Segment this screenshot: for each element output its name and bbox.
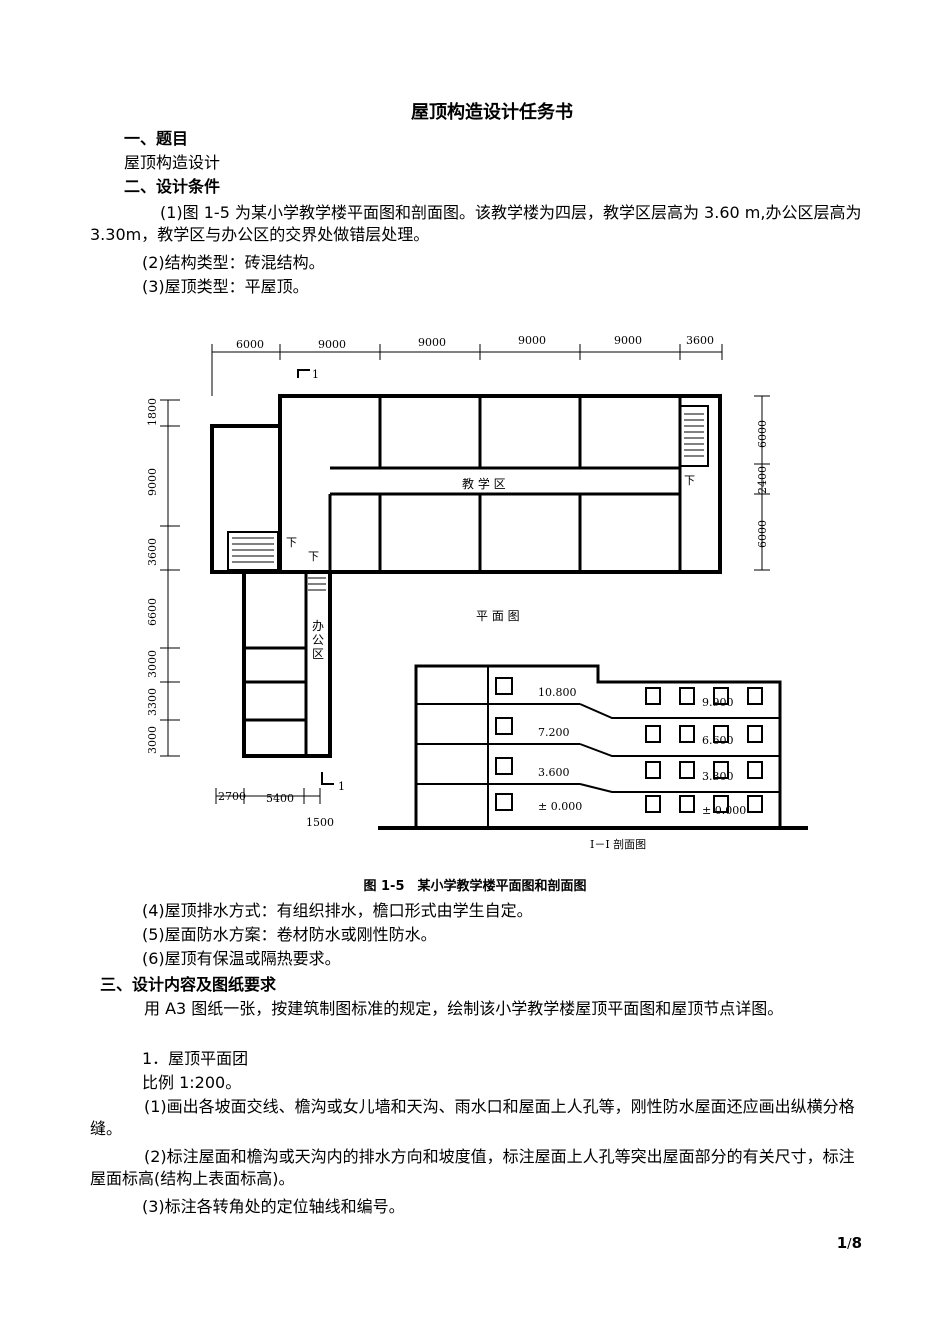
office-zone-char-1: 办 [312, 618, 324, 633]
condition-1: (1)图 1-5 为某小学教学楼平面图和剖面图。该教学楼为四层，教学区层高为 3… [90, 203, 862, 244]
dim-top-5: 9000 [614, 334, 642, 347]
dim-left-5: 3000 [146, 650, 159, 678]
dim-left-3: 3600 [146, 538, 159, 566]
section-heading-conditions: 二、设计条件 [124, 177, 221, 196]
section-label: I－I 剖面图 [590, 837, 646, 851]
cut-mark-top: 1 [312, 368, 319, 381]
level-left-1: 10.800 [538, 686, 577, 699]
section-heading-content: 三、设计内容及图纸要求 [100, 975, 277, 994]
dim-bottom-1: 2700 [218, 790, 246, 803]
level-right-3: 3.300 [702, 770, 734, 783]
dim-right-2: 2400 [756, 466, 769, 494]
dim-bottom-2: 5400 [266, 792, 294, 805]
stair-down-office: 下 [308, 550, 319, 563]
dim-right-1: 6000 [756, 420, 769, 448]
page-current: 1 [836, 1234, 848, 1252]
condition-5: (5)屋面防水方案：卷材防水或刚性防水。 [142, 925, 437, 944]
condition-2: (2)结构类型：砖混结构。 [142, 253, 325, 272]
page-total: 8 [851, 1234, 862, 1252]
dim-left-4: 6600 [146, 598, 159, 626]
cut-mark-bottom: 1 [338, 780, 345, 793]
condition-4: (4)屋顶排水方式：有组织排水，檐口形式由学生自定。 [142, 901, 533, 920]
stair-down-right: 下 [684, 474, 695, 487]
dim-top-2: 9000 [318, 338, 346, 351]
section-heading-topic: 一、题目 [124, 129, 189, 148]
item-1-title: 1．屋顶平面团 [142, 1049, 249, 1068]
dim-bottom-3: 1500 [306, 816, 334, 829]
condition-3: (3)屋顶类型：平屋顶。 [142, 277, 309, 296]
dim-top-1: 6000 [236, 338, 264, 351]
figure-caption: 图 1-5 某小学教学楼平面图和剖面图 [363, 879, 587, 894]
item-1-scale: 比例 1:200。 [142, 1073, 242, 1092]
dim-left-7: 3000 [146, 726, 159, 754]
dim-top-3: 9000 [418, 336, 446, 349]
content-intro: 用 A3 图纸一张，按建筑制图标准的规定，绘制该小学教学楼屋顶平面图和屋顶节点详… [144, 999, 784, 1018]
dim-left-2: 9000 [146, 468, 159, 496]
plan-label: 平 面 图 [476, 609, 520, 623]
level-left-2: 7.200 [538, 726, 570, 739]
page-separator: / [847, 1237, 852, 1252]
level-right-1: 9.900 [702, 696, 734, 709]
dim-left-1: 1800 [146, 398, 159, 426]
office-zone-char-3: 区 [312, 647, 324, 661]
office-zone-char-2: 公 [312, 633, 324, 647]
dim-left-6: 3300 [146, 688, 159, 716]
topic-text: 屋顶构造设计 [124, 153, 221, 172]
dim-top-6: 3600 [686, 334, 714, 347]
requirement-1: (1)画出各坡面交线、檐沟或女儿墙和天沟、雨水口和屋面上人孔等，刚性防水屋面还应… [90, 1097, 855, 1138]
document-title: 屋顶构造设计任务书 [411, 102, 573, 123]
level-left-4: ± 0.000 [538, 800, 582, 813]
dim-top-4: 9000 [518, 334, 546, 347]
teaching-zone-label: 教 学 区 [462, 476, 506, 491]
stair-down-left: 下 [286, 536, 297, 549]
level-right-2: 6.600 [702, 734, 734, 747]
requirement-2: (2)标注屋面和檐沟或天沟内的排水方向和坡度值，标注屋面上人孔等突出屋面部分的有… [90, 1147, 855, 1188]
page-number: 1/8 [837, 1232, 862, 1256]
building-figure: 6000 9000 9000 9000 9000 3600 1800 9000 … [146, 334, 808, 851]
requirement-3: (3)标注各转角处的定位轴线和编号。 [142, 1197, 405, 1216]
level-left-3: 3.600 [538, 766, 570, 779]
dim-right-3: 6000 [756, 520, 769, 548]
level-right-4: ± 0.000 [702, 804, 746, 817]
condition-6: (6)屋顶有保温或隔热要求。 [142, 949, 341, 968]
